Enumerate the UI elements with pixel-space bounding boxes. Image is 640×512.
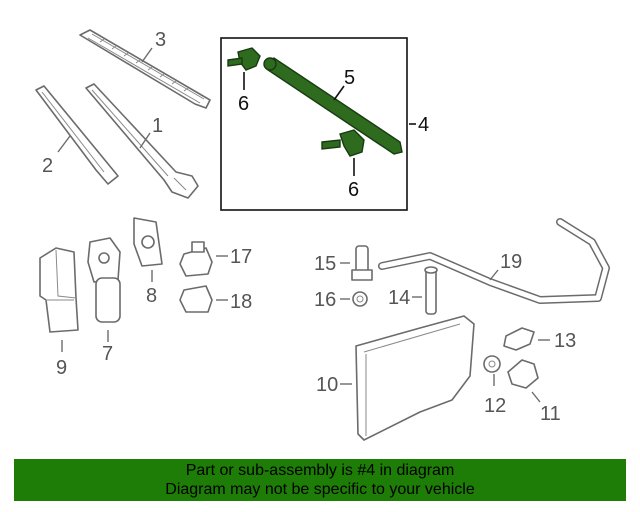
part-14-level-sensor	[424, 266, 438, 315]
callout-6a: 6	[238, 93, 249, 115]
callout-9: 9	[56, 357, 67, 379]
callout-15: 15	[314, 253, 336, 275]
callout-11: 11	[540, 403, 561, 425]
leader-11	[531, 391, 541, 403]
part-16-grommet	[352, 291, 368, 307]
callout-17: 17	[230, 246, 252, 268]
callout-18: 18	[230, 291, 252, 313]
callout-8: 8	[146, 285, 157, 307]
leader-2	[57, 135, 71, 153]
part-13-clip	[503, 327, 535, 351]
part-2-arm-cover	[35, 85, 119, 185]
part-8-bracket	[133, 217, 163, 267]
part-18-relay	[179, 285, 213, 313]
callout-16: 16	[314, 289, 336, 311]
notice-line-2: Diagram may not be specific to your vehi…	[165, 481, 475, 498]
callout-2: 2	[42, 155, 53, 177]
callout-5: 5	[344, 67, 355, 89]
leader-5	[333, 85, 345, 101]
leader-3	[141, 47, 153, 63]
callout-6b: 6	[348, 179, 359, 201]
callout-12: 12	[484, 395, 506, 417]
part-6-pivot-upper	[227, 47, 261, 71]
leader-19	[489, 269, 499, 281]
callout-10: 10	[316, 374, 338, 396]
part-7-wiper-motor	[87, 237, 121, 323]
callout-19: 19	[500, 251, 522, 273]
part-19-washer-hose	[378, 218, 610, 304]
part-11-pump	[507, 359, 539, 389]
part-10-washer-reservoir	[355, 315, 475, 441]
notice-banner: Part or sub-assembly is #4 in diagram Di…	[14, 459, 626, 501]
part-17-relay	[179, 241, 213, 277]
part-5-linkage-rod	[263, 57, 403, 155]
callout-13: 13	[554, 330, 576, 352]
callout-3: 3	[155, 29, 166, 51]
part-6-pivot-lower	[321, 129, 365, 157]
part-15-pump	[351, 245, 373, 281]
callout-4: 4	[418, 114, 429, 136]
leader-1	[139, 132, 151, 149]
notice-line-1: Part or sub-assembly is #4 in diagram	[185, 462, 455, 479]
callout-14: 14	[388, 287, 410, 309]
callout-7: 7	[102, 343, 113, 365]
part-9-motor-cover	[39, 247, 79, 333]
part-3-wiper-blade	[79, 29, 211, 109]
callout-1: 1	[152, 115, 163, 137]
part-1-wiper-arm	[85, 83, 199, 199]
part-12-grommet	[483, 355, 501, 373]
